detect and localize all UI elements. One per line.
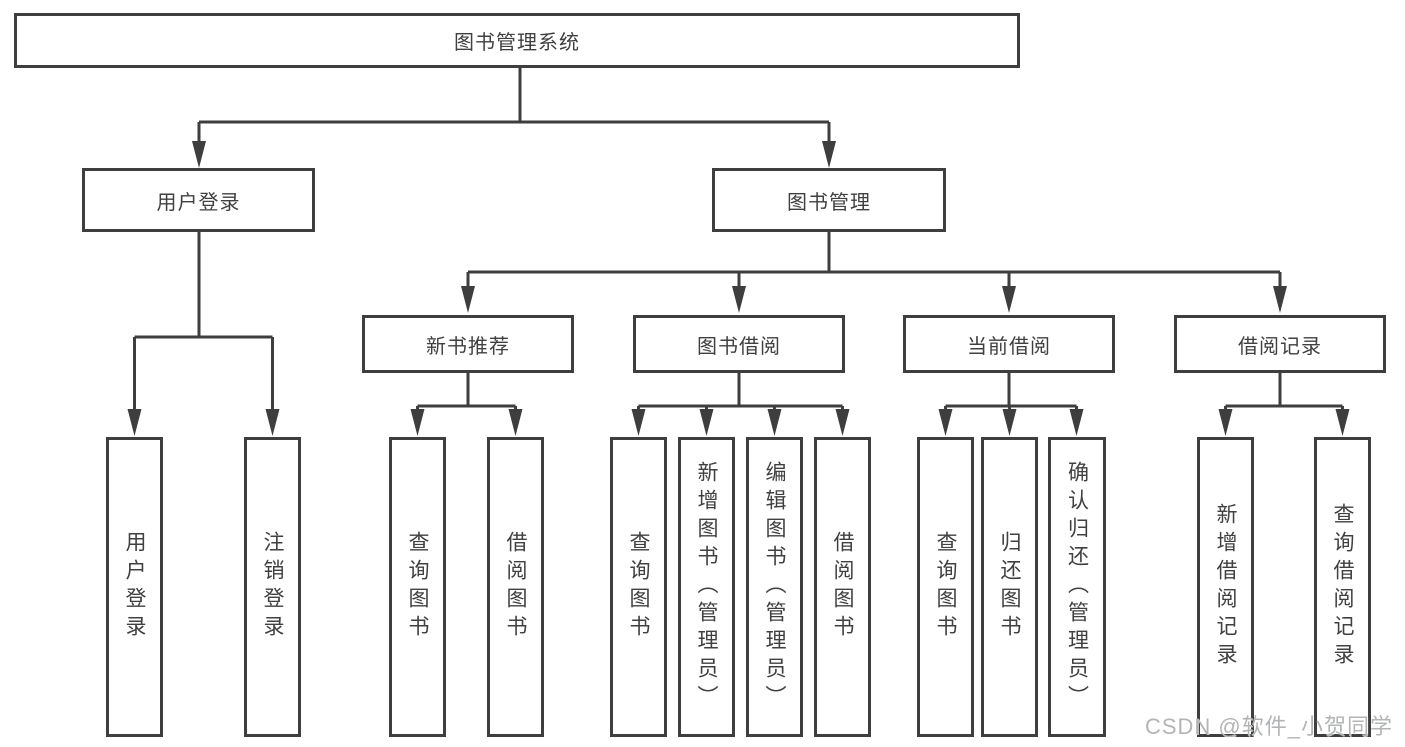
node-edit-book-admin-label: 编辑图书（管理员） [763,461,786,713]
node-query-borrow-record-label: 查询借阅记录 [1331,503,1354,671]
node-book-borrow-label: 图书借阅 [697,335,781,358]
node-book-management: 图书管理 [712,168,946,232]
node-user-login: 用户登录 [106,437,163,737]
node-root-label: 图书管理系统 [454,32,580,54]
node-borrow-record-label: 借阅记录 [1238,335,1322,358]
node-book-borrow: 图书借阅 [633,315,845,373]
node-borrow-book-borrow-label: 借阅图书 [831,531,854,643]
node-logout-login: 注销登录 [244,437,301,737]
node-return-book-label: 归还图书 [998,531,1021,643]
node-borrow-book-recommend: 借阅图书 [487,437,544,737]
node-user-login-label: 用户登录 [123,531,146,643]
node-root: 图书管理系统 [14,13,1020,68]
node-add-book-admin-label: 新增图书（管理员） [695,461,718,713]
node-user-login-module-label: 用户登录 [156,191,241,214]
node-current-borrow: 当前借阅 [903,315,1115,373]
node-query-book-borrow-label: 查询图书 [627,531,650,643]
node-borrow-book-borrow: 借阅图书 [814,437,871,737]
node-edit-book-admin: 编辑图书（管理员） [746,437,803,737]
node-query-book-recommend: 查询图书 [389,437,446,737]
node-add-book-admin: 新增图书（管理员） [678,437,735,737]
node-query-borrow-record: 查询借阅记录 [1314,437,1371,737]
node-book-management-label: 图书管理 [787,191,871,214]
node-query-book-recommend-label: 查询图书 [406,531,429,643]
node-new-book-recommend-label: 新书推荐 [426,335,510,358]
node-user-login-module: 用户登录 [82,168,315,232]
node-confirm-return-admin-label: 确认归还（管理员） [1065,461,1089,713]
tree-edges [133,68,1344,410]
node-new-book-recommend: 新书推荐 [362,315,574,373]
arrowheads [127,141,1350,436]
node-borrow-book-recommend-label: 借阅图书 [504,531,527,643]
node-return-book: 归还图书 [981,437,1038,737]
node-borrow-record: 借阅记录 [1174,315,1386,373]
node-current-borrow-label: 当前借阅 [967,335,1051,358]
node-query-book-current-label: 查询图书 [934,531,957,643]
node-add-borrow-record-label: 新增借阅记录 [1214,503,1237,671]
node-query-book-borrow: 查询图书 [610,437,667,737]
node-add-borrow-record: 新增借阅记录 [1197,437,1254,737]
node-logout-login-label: 注销登录 [261,531,284,643]
node-query-book-current: 查询图书 [917,437,974,737]
node-confirm-return-admin: 确认归还（管理员） [1048,437,1106,737]
